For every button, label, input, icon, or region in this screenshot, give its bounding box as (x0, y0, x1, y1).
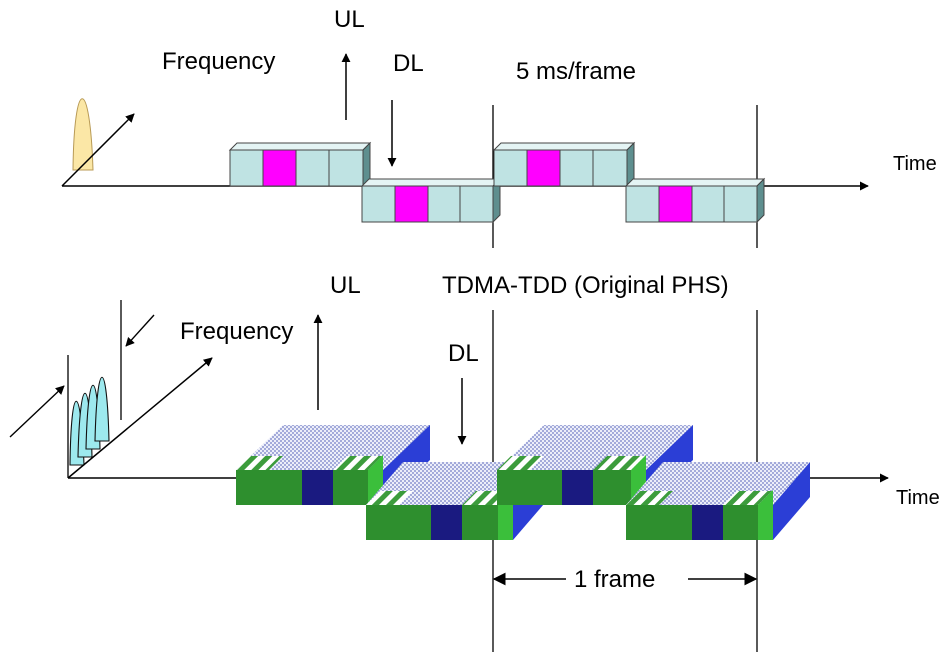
frame-span-label: 1 frame (574, 566, 656, 593)
tdma-slot (625, 185, 660, 223)
multi-carrier-spectrum (69, 376, 110, 466)
tdma-slot (592, 149, 628, 187)
bandwidth-arrow (125, 314, 155, 347)
green-slot (366, 505, 431, 540)
tdma-active-slot (526, 149, 561, 187)
top-time-label: Time (893, 153, 937, 175)
bottom-diagram (9, 300, 889, 652)
tdma-active-slot (658, 185, 693, 223)
active-subchannel (562, 470, 593, 505)
tdma-slot (559, 149, 594, 187)
top-ul-slot-block (228, 141, 372, 188)
diagram-caption: TDMA-TDD (Original PHS) (442, 272, 729, 299)
green-slot (462, 505, 498, 540)
bottom-ul-block (236, 425, 430, 505)
tdma-slot (691, 185, 725, 223)
tdma-slot (328, 149, 364, 187)
top-dl-slot-block (624, 177, 766, 224)
top-dl-slot-block (360, 177, 502, 224)
green-slot (723, 505, 758, 540)
tdma-slot (229, 149, 264, 187)
bottom-frequency-axis-arrow (67, 357, 213, 479)
frame-duration-label: 5 ms/frame (516, 58, 637, 85)
green-slot (236, 470, 302, 505)
bottom-dl-label: DL (448, 340, 479, 367)
tdma-slot (723, 185, 758, 223)
bottom-time-label: Time (896, 487, 940, 509)
tdma-slot (361, 185, 396, 223)
active-subchannel (692, 505, 723, 540)
tdma-slot (493, 149, 528, 187)
top-dl-label: DL (393, 50, 424, 77)
top-ul-slot-block (492, 141, 636, 188)
tdma-active-slot (394, 185, 429, 223)
green-slot (626, 505, 692, 540)
green-slot (333, 470, 368, 505)
bottom-frequency-label: Frequency (180, 318, 294, 345)
tdma-active-slot (262, 149, 297, 187)
green-slot (593, 470, 631, 505)
tdma-slot (459, 185, 494, 223)
active-subchannel (302, 470, 333, 505)
top-ul-label: UL (334, 6, 365, 33)
tdma-slot (295, 149, 330, 187)
bandwidth-arrow (9, 385, 65, 438)
bottom-ul-block (497, 425, 693, 505)
carrier-spectrum (72, 98, 94, 171)
bottom-ul-label: UL (330, 272, 361, 299)
tdma-slot (427, 185, 461, 223)
top-frequency-axis-arrow (61, 113, 135, 187)
bottom-dl-block (626, 462, 810, 540)
green-slot (497, 470, 562, 505)
top-frequency-label: Frequency (162, 48, 276, 75)
top-diagram (61, 53, 869, 248)
active-subchannel (431, 505, 462, 540)
